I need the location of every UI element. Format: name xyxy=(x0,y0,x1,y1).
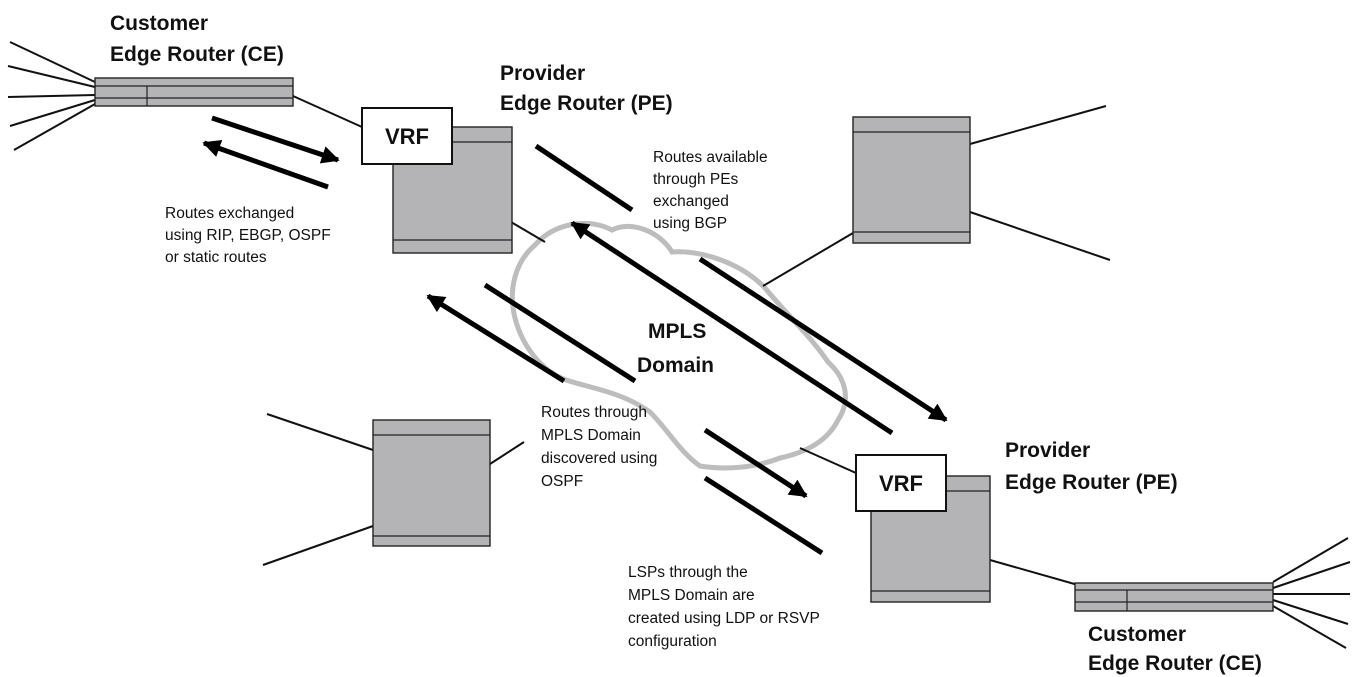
svg-text:exchanged: exchanged xyxy=(653,193,729,210)
vrf-box-top xyxy=(361,107,453,165)
arrow-bgp-up xyxy=(570,220,894,436)
bgp-bar xyxy=(534,143,634,213)
svg-text:configuration: configuration xyxy=(628,633,717,650)
svg-text:MPLS Domain are: MPLS Domain are xyxy=(628,587,755,604)
svg-text:discovered using: discovered using xyxy=(541,450,657,467)
svg-text:Routes available: Routes available xyxy=(653,149,768,166)
svg-text:OSPF: OSPF xyxy=(541,473,583,490)
provider-edge-router-top xyxy=(361,107,513,254)
svg-text:using BGP: using BGP xyxy=(653,215,727,232)
svg-text:or static routes: or static routes xyxy=(165,249,267,266)
pe-top-label-line1: Provider xyxy=(500,62,585,85)
customer-edge-router-top xyxy=(94,77,294,107)
arrow-pe-to-ce xyxy=(202,139,329,190)
svg-text:Routes exchanged: Routes exchanged xyxy=(165,205,294,222)
pe-top-label-line2: Edge Router (PE) xyxy=(500,92,673,115)
svg-text:created using LDP or RSVP: created using LDP or RSVP xyxy=(628,610,820,627)
ce-top-label-line2: Edge Router (CE) xyxy=(110,43,284,66)
note-routes-available: Routes available through PEs exchanged u… xyxy=(653,149,768,232)
router-labels: Customer Edge Router (CE) Provider Edge … xyxy=(110,12,1262,675)
vrf-bottom-label: VRF xyxy=(879,471,923,496)
provider-edge-router-bottom xyxy=(855,454,991,603)
ce-bottom-label-line2: Edge Router (CE) xyxy=(1088,652,1262,675)
pe-bottom-label-line1: Provider xyxy=(1005,439,1090,462)
pe-bottom-label-line2: Edge Router (PE) xyxy=(1005,471,1178,494)
svg-text:Routes through: Routes through xyxy=(541,404,647,421)
note-routes-exchanged: Routes exchanged using RIP, EBGP, OSPF o… xyxy=(165,205,331,266)
note-routes-through: Routes through MPLS Domain discovered us… xyxy=(541,404,657,490)
ce-bottom-label-line1: Customer xyxy=(1088,623,1186,646)
lsp-bar xyxy=(703,475,824,556)
provider-router-top-right xyxy=(852,116,971,244)
svg-text:using RIP, EBGP, OSPF: using RIP, EBGP, OSPF xyxy=(165,227,331,244)
ospf-bar xyxy=(483,282,637,384)
note-lsps: LSPs through the MPLS Domain are created… xyxy=(628,564,820,650)
arrow-bgp-down xyxy=(698,256,948,423)
svg-text:LSPs through the: LSPs through the xyxy=(628,564,748,581)
vrf-box-bottom xyxy=(855,454,947,512)
mpls-label-line1: MPLS xyxy=(648,320,706,343)
route-arrows xyxy=(202,115,948,556)
svg-text:through PEs: through PEs xyxy=(653,171,739,188)
svg-text:MPLS Domain: MPLS Domain xyxy=(541,427,641,444)
network-links xyxy=(7,41,1351,649)
arrow-ce-to-pe xyxy=(211,115,340,164)
mpls-label-line2: Domain xyxy=(637,354,714,377)
arrow-lsp xyxy=(703,427,808,499)
vrf-top-label: VRF xyxy=(385,124,429,149)
ce-top-label-line1: Customer xyxy=(110,12,208,35)
customer-edge-router-bottom xyxy=(1074,582,1274,612)
arrow-ospf-up xyxy=(426,293,566,384)
provider-router-bottom-left xyxy=(372,419,491,547)
